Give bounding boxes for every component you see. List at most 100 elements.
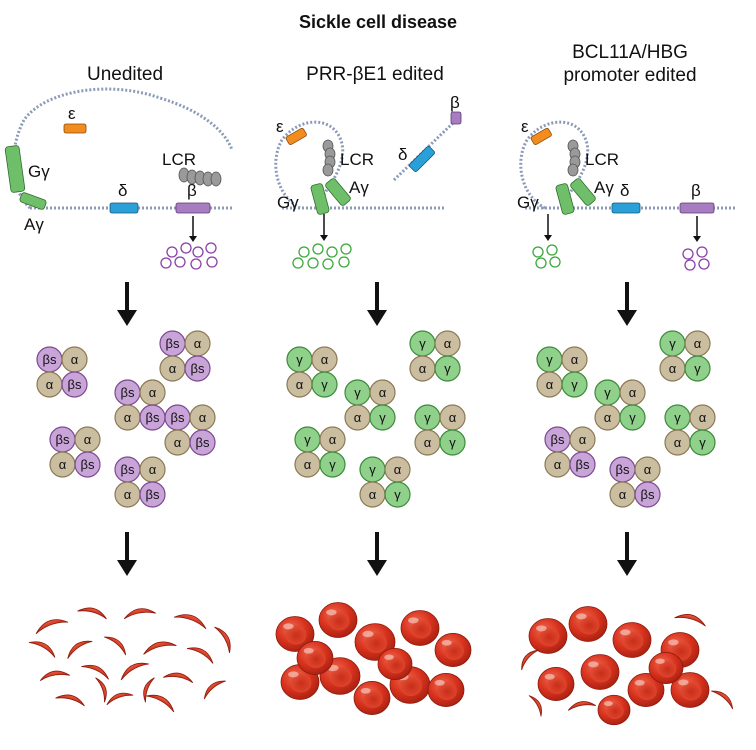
column-title-prr-edited: PRR-βE1 edited — [270, 63, 480, 86]
protein-cluster-purple — [160, 242, 218, 270]
beta-s-subunit-label: βs — [576, 457, 590, 472]
gamma-subunit — [319, 451, 346, 478]
sickled-red-blood-cell — [163, 672, 194, 683]
sickled-red-blood-cell — [143, 641, 177, 655]
normal-red-blood-cell — [296, 641, 334, 675]
gamma-subunit — [434, 355, 461, 382]
column-title-line: PRR-βE1 edited — [306, 64, 444, 85]
alpha-subunit-label: α — [84, 432, 92, 447]
alpha-subunit-label: α — [369, 487, 377, 502]
gamma-subunit-label: γ — [369, 462, 376, 477]
sickled-red-blood-cell — [521, 649, 539, 671]
beta-gene — [175, 202, 211, 214]
beta-s-subunit — [184, 355, 211, 382]
gamma-subunit-label: γ — [546, 352, 553, 367]
normal-red-blood-cell — [318, 602, 358, 638]
g-gamma-gene — [310, 183, 330, 215]
lcr-beads — [567, 139, 581, 177]
alpha-subunit-label: α — [444, 336, 452, 351]
alpha-subunit-label: α — [169, 361, 177, 376]
dna-loop — [519, 120, 590, 210]
normal-red-blood-cell — [434, 633, 472, 667]
alpha-subunit-label: α — [304, 457, 312, 472]
down-arrows — [117, 282, 637, 576]
beta-label: β — [691, 181, 701, 200]
beta-s-subunit-label: βs — [171, 410, 185, 425]
lcr-label: LCR — [162, 150, 196, 169]
delta-label: δ — [118, 181, 127, 200]
delta-gene — [109, 202, 139, 214]
gamma-subunit-label: γ — [304, 432, 311, 447]
g-gamma-label: Gγ — [277, 193, 299, 212]
sickled-red-blood-cell — [81, 664, 109, 680]
sickled-red-blood-cell — [55, 694, 85, 707]
sickled-red-blood-cell — [674, 614, 706, 627]
a-gamma-gene — [325, 178, 351, 206]
gamma-subunit — [561, 371, 588, 398]
normal-red-blood-cell — [537, 667, 575, 701]
sickled-red-blood-cell — [106, 692, 134, 706]
alpha-subunit-label: α — [321, 352, 329, 367]
gamma-subunit-label: γ — [629, 410, 636, 425]
gamma-subunit — [369, 404, 396, 431]
gamma-subunit-label: γ — [604, 385, 611, 400]
sickled-red-blood-cell — [528, 695, 542, 717]
alpha-subunit-label: α — [571, 352, 579, 367]
normal-red-blood-cell — [528, 618, 568, 654]
alpha-subunit-label: α — [394, 462, 402, 477]
beta-s-subunit-label: βs — [166, 336, 180, 351]
gamma-subunit-label: γ — [449, 435, 456, 450]
epsilon-gene — [530, 127, 552, 145]
alpha-subunit-label: α — [329, 432, 337, 447]
sickled-red-blood-cell — [214, 626, 231, 654]
protein-cluster-purple — [682, 246, 710, 271]
gamma-subunit-label: γ — [699, 435, 706, 450]
column-title-bcl11a-edited: BCL11A/HBG promoter edited — [520, 41, 740, 87]
column-title-line: Unedited — [86, 64, 164, 85]
beta-s-subunit-label: βs — [56, 432, 70, 447]
sickled-red-blood-cell — [203, 680, 226, 700]
sickled-red-blood-cell — [120, 662, 149, 681]
alpha-subunit-label: α — [149, 462, 157, 477]
alpha-subunit-label: α — [379, 385, 387, 400]
protein-cluster-green — [292, 243, 352, 270]
epsilon-label: ε — [521, 117, 529, 136]
gamma-subunit-label: γ — [571, 377, 578, 392]
delta-label: δ — [398, 145, 407, 164]
epsilon-label: ε — [276, 117, 284, 136]
beta-s-subunit-label: βs — [121, 385, 135, 400]
alpha-subunit-label: α — [199, 410, 207, 425]
a-gamma-label: Aγ — [594, 178, 614, 197]
alpha-subunit-label: α — [449, 410, 457, 425]
figure-title: Sickle cell disease — [298, 12, 458, 32]
epsilon-label: ε — [68, 104, 76, 123]
red-blood-cells — [28, 602, 734, 726]
beta-s-subunit-label: βs — [146, 487, 160, 502]
sickled-red-blood-cell — [123, 608, 156, 620]
a-gamma-label: Aγ — [24, 215, 44, 234]
lcr-beads — [178, 167, 222, 187]
sickled-red-blood-cell — [67, 640, 93, 659]
gamma-subunit — [439, 429, 466, 456]
gamma-subunit — [689, 429, 716, 456]
beta-s-subunit-label: βs — [43, 352, 57, 367]
normal-red-blood-cell — [670, 672, 710, 708]
gamma-subunit-label: γ — [669, 336, 676, 351]
alpha-subunit-label: α — [149, 385, 157, 400]
gamma-subunit-label: γ — [694, 361, 701, 376]
alpha-subunit-label: α — [604, 410, 612, 425]
protein-cluster-green — [532, 244, 561, 269]
sickled-red-blood-cell — [146, 694, 175, 713]
beta-gene — [679, 202, 715, 214]
beta-s-subunit-label: βs — [121, 462, 135, 477]
delta-gene — [611, 202, 641, 214]
sickled-red-blood-cell — [186, 647, 214, 664]
beta-s-subunit — [189, 429, 216, 456]
delta-label: δ — [620, 181, 629, 200]
